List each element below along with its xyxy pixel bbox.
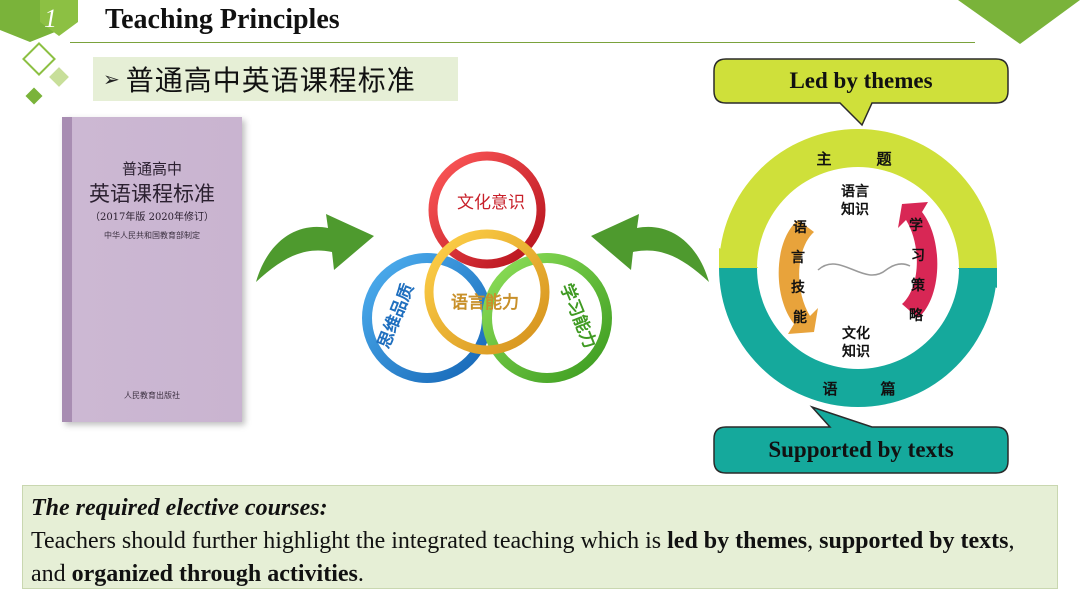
elective-courses-box: The required elective courses: Teachers …: [22, 485, 1058, 589]
book-title-line2: 英语课程标准: [62, 178, 242, 208]
elective-bold-themes: led by themes: [667, 528, 807, 554]
cycle-diagram: 主 题 语 篇 语言 知识 文化 知识 语 言 技 能 学 习 策 略: [718, 128, 998, 408]
ring-label-thinking: 思维品质: [373, 280, 418, 351]
arrow-bullet-icon: ➢: [103, 67, 120, 91]
strategy-char-2: 习: [911, 248, 925, 264]
skills-char-3: 技: [791, 279, 806, 296]
center-top-line2: 知识: [841, 201, 869, 218]
book-publisher: 人民教育出版社: [62, 390, 242, 401]
curved-arrow-right-icon: [585, 190, 715, 290]
elective-text-2: ,: [807, 528, 819, 554]
strategy-char-4: 略: [909, 307, 924, 324]
center-bottom-line1: 文化: [842, 325, 870, 342]
center-top-line1: 语言: [841, 183, 869, 200]
skills-char-1: 语: [793, 220, 807, 236]
ring-char-theme-1: 主: [816, 150, 831, 168]
competence-rings: 文化意识 语言能力 思维品质 学习能力: [355, 150, 620, 395]
elective-bold-activities: organized through activities: [72, 561, 358, 587]
skills-char-2: 言: [791, 249, 805, 266]
ring-label-language: 语言能力: [451, 292, 519, 313]
strategy-char-3: 策: [910, 277, 926, 294]
ring-label-learning: 学习能力: [556, 280, 601, 351]
elective-text-4: .: [358, 561, 364, 587]
skills-char-4: 能: [793, 309, 807, 326]
center-bottom-line2: 知识: [842, 343, 870, 360]
book-title-line1: 普通高中: [62, 158, 242, 179]
subtitle-box: ➢ 普通高中英语课程标准: [93, 57, 458, 101]
book-edition: （2017年版 2020年修订）: [62, 208, 242, 223]
ring-char-text-2: 篇: [880, 380, 895, 398]
book-author: 中华人民共和国教育部制定: [62, 230, 242, 241]
elective-text-1: Teachers should further highlight the in…: [31, 528, 667, 554]
ring-label-culture: 文化意识: [457, 193, 525, 213]
ring-char-text-1: 语: [822, 380, 837, 398]
elective-bold-texts: supported by texts: [819, 528, 1008, 554]
header-divider: [70, 42, 975, 43]
subtitle-text: 普通高中英语课程标准: [126, 59, 416, 99]
corner-triangle: [958, 0, 1080, 44]
page-title: Teaching Principles: [105, 4, 340, 36]
callout-top-label: Led by themes: [714, 68, 1008, 94]
elective-heading: The required elective courses:: [31, 492, 1049, 525]
strategy-char-1: 学: [909, 217, 923, 234]
ring-char-theme-2: 题: [876, 150, 892, 168]
callout-bottom-label: Supported by texts: [714, 437, 1008, 463]
section-number: 1: [44, 4, 57, 34]
